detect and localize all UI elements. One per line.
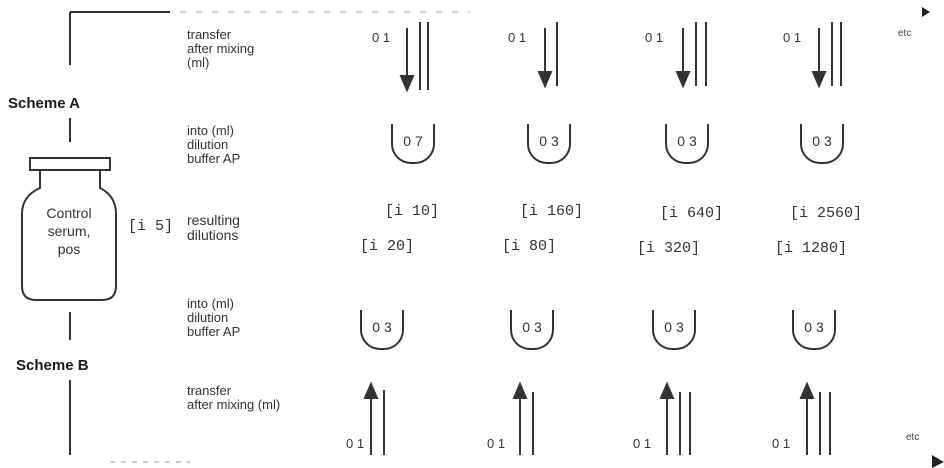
dilution-b-1: i 20 — [360, 238, 414, 255]
row-label-transfer-bottom: transfer after mixing (ml) — [187, 383, 281, 412]
transfer-amount-top-4: 0 1 — [783, 30, 802, 45]
etc-bottom-label: etc — [906, 432, 920, 443]
tube-top-1: 0 7 — [391, 124, 435, 164]
tube-bottom-3: 0 3 — [652, 310, 696, 350]
transfer-amount-bottom-4: 0 1 — [772, 436, 791, 451]
dilution-a-4: i 2560 — [790, 205, 862, 222]
scheme-a-label: Scheme A — [8, 95, 80, 112]
scheme-b-label: Scheme B — [16, 357, 89, 374]
initial-dilution: [i 5] — [128, 218, 174, 235]
dilution-b-4: i 1280 — [775, 240, 847, 257]
dilution-a-3: i 640 — [660, 205, 723, 222]
dilution-a-1: i 10 — [385, 203, 439, 220]
tube-top-4: 0 3 — [800, 124, 844, 164]
etc-top-label: etc — [898, 28, 912, 39]
dilution-b-2: i 80 — [502, 238, 556, 255]
bottle-icon — [21, 157, 117, 301]
tube-top-2: 0 3 — [527, 124, 571, 164]
tube-bottom-2: 0 3 — [510, 310, 554, 350]
transfer-amount-top-2: 0 1 — [508, 30, 527, 45]
transfer-amount-bottom-3: 0 1 — [633, 436, 652, 451]
row-label-transfer-top: transfer after mixing (ml) — [187, 27, 255, 70]
transfer-amount-top-3: 0 1 — [645, 30, 664, 45]
transfer-amount-bottom-1: 0 1 — [346, 436, 365, 451]
transfer-amount-top-1: 0 1 — [372, 30, 391, 45]
row-label-into-bottom: into (ml) dilution buffer AP — [187, 296, 241, 339]
transfer-amount-bottom-2: 0 1 — [487, 436, 506, 451]
tube-bottom-1: 0 3 — [360, 310, 404, 350]
tube-bottom-4: 0 3 — [792, 310, 836, 350]
row-label-into-top: into (ml) dilution buffer AP — [187, 123, 241, 166]
dilution-b-3: i 320 — [637, 240, 700, 257]
dilution-a-2: i 160 — [520, 203, 583, 220]
row-label-resulting: resulting dilutions — [187, 212, 240, 243]
tube-top-3: 0 3 — [665, 124, 709, 164]
